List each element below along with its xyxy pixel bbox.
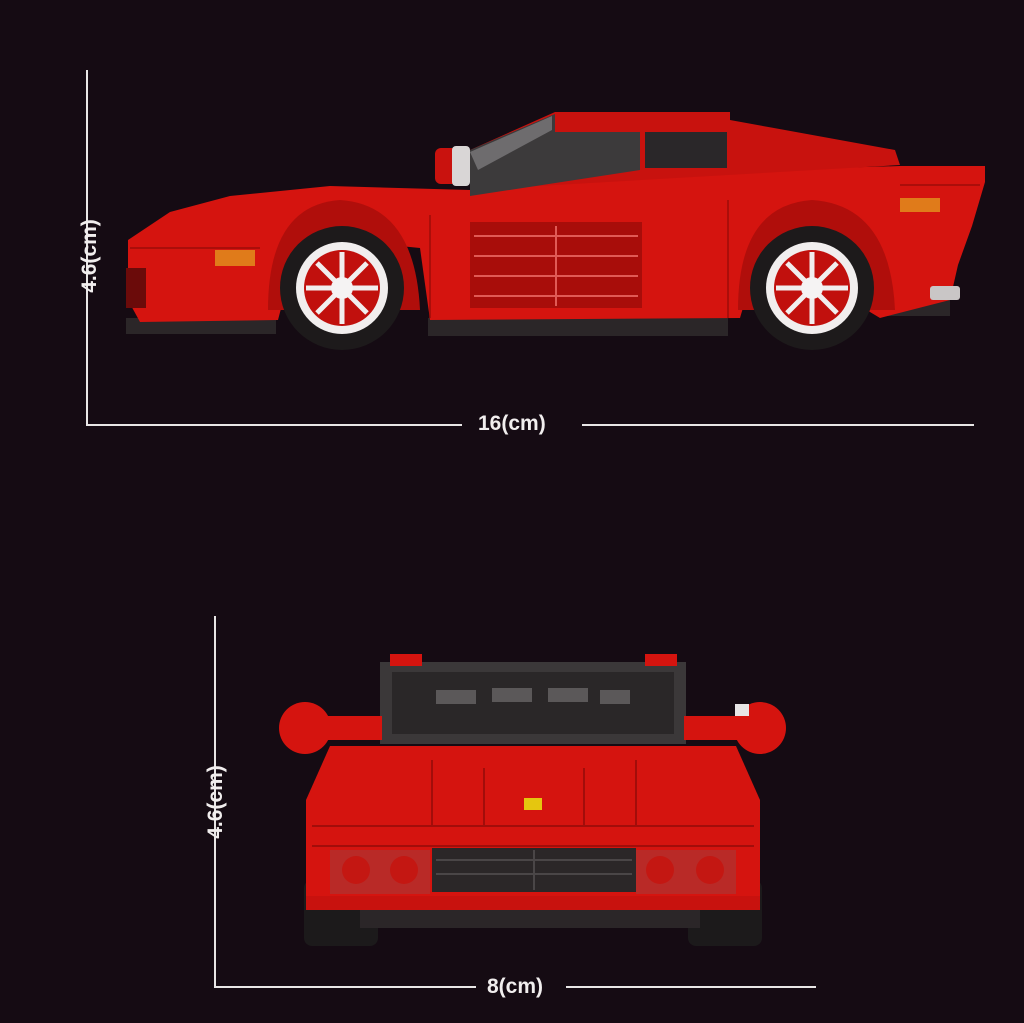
- side-height-label: 4.6(cm): [78, 219, 101, 293]
- side-length-line-right: [582, 424, 974, 426]
- front-width-label: 8(cm): [487, 975, 544, 998]
- side-height-line: [86, 70, 88, 426]
- front-wheel: [280, 226, 404, 350]
- front-height-label: 4.6(cm): [204, 765, 227, 839]
- rear-wheel: [750, 226, 874, 350]
- front-width-line-right: [566, 986, 816, 988]
- side-length-line-left: [86, 424, 462, 426]
- side-length-label: 16(cm): [478, 412, 546, 435]
- front-view-car: [279, 654, 786, 946]
- front-height-line: [214, 616, 216, 988]
- front-width-line-left: [214, 986, 476, 988]
